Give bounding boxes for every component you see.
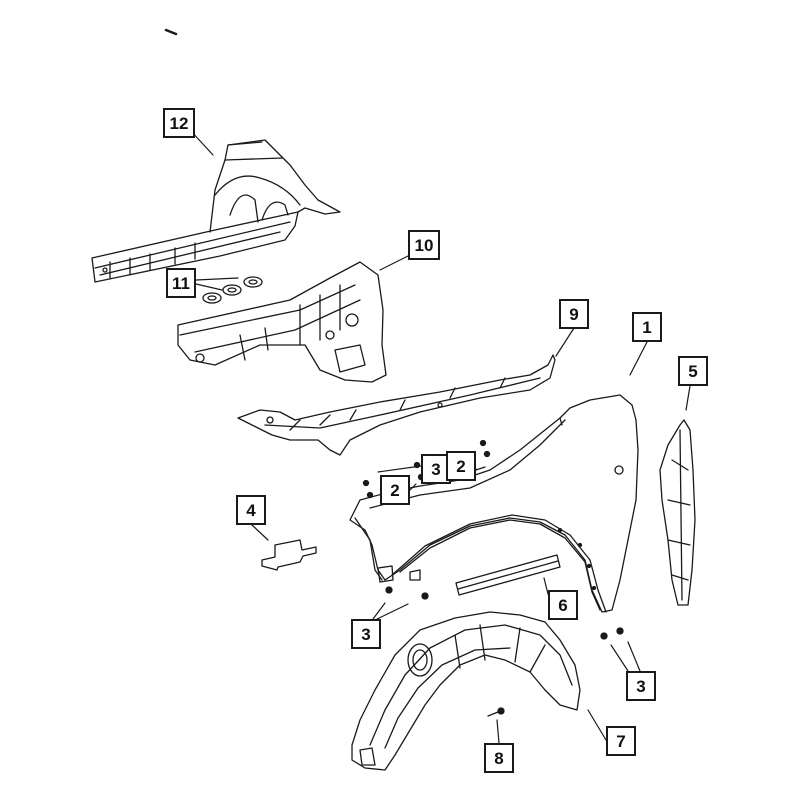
part-11-plugs (202, 276, 263, 304)
callout-10[interactable]: 10 (408, 230, 440, 260)
callout-2-left-label: 2 (390, 480, 400, 500)
callout-7-label: 7 (616, 731, 626, 751)
callout-3-upper-label: 3 (431, 459, 441, 479)
callout-3-lower-left[interactable]: 3 (351, 619, 381, 649)
callout-8[interactable]: 8 (484, 743, 514, 773)
callout-2-left[interactable]: 2 (380, 475, 410, 505)
part-6-molding-strip (455, 554, 561, 596)
part-10-apron-panel (177, 261, 387, 383)
callout-8-label: 8 (494, 748, 504, 768)
callout-5-label: 5 (688, 361, 698, 381)
callout-2-right[interactable]: 2 (446, 451, 476, 481)
fasteners (362, 439, 624, 640)
callout-9[interactable]: 9 (559, 299, 589, 329)
part-5-fender-seal (659, 419, 696, 606)
part-1-front-fender (349, 394, 639, 613)
callout-10-label: 10 (414, 235, 434, 255)
part-7-wheelhouse-liner (351, 611, 581, 771)
callout-12[interactable]: 12 (163, 108, 195, 138)
callout-4-label: 4 (246, 500, 256, 520)
callout-5[interactable]: 5 (678, 356, 708, 386)
callout-3-lower-left-label: 3 (361, 624, 371, 644)
callout-7[interactable]: 7 (606, 726, 636, 756)
callout-11-label: 11 (172, 273, 190, 293)
callout-1[interactable]: 1 (632, 312, 662, 342)
stray-mark (164, 28, 178, 36)
callout-6-label: 6 (558, 595, 568, 615)
callout-3-lower-right-label: 3 (636, 676, 646, 696)
callout-6[interactable]: 6 (548, 590, 578, 620)
callout-4[interactable]: 4 (236, 495, 266, 525)
callout-3-lower-right[interactable]: 3 (626, 671, 656, 701)
part-12-apron-rail (91, 139, 341, 283)
callout-11[interactable]: 11 (166, 268, 196, 298)
part-9-support-bracket (237, 354, 556, 456)
callout-1-label: 1 (642, 317, 652, 337)
callout-9-label: 9 (569, 304, 579, 324)
part-8-screw (487, 707, 505, 717)
callout-2-right-label: 2 (456, 456, 466, 476)
callout-12-label: 12 (169, 113, 189, 133)
part-4-bracket (261, 539, 317, 571)
